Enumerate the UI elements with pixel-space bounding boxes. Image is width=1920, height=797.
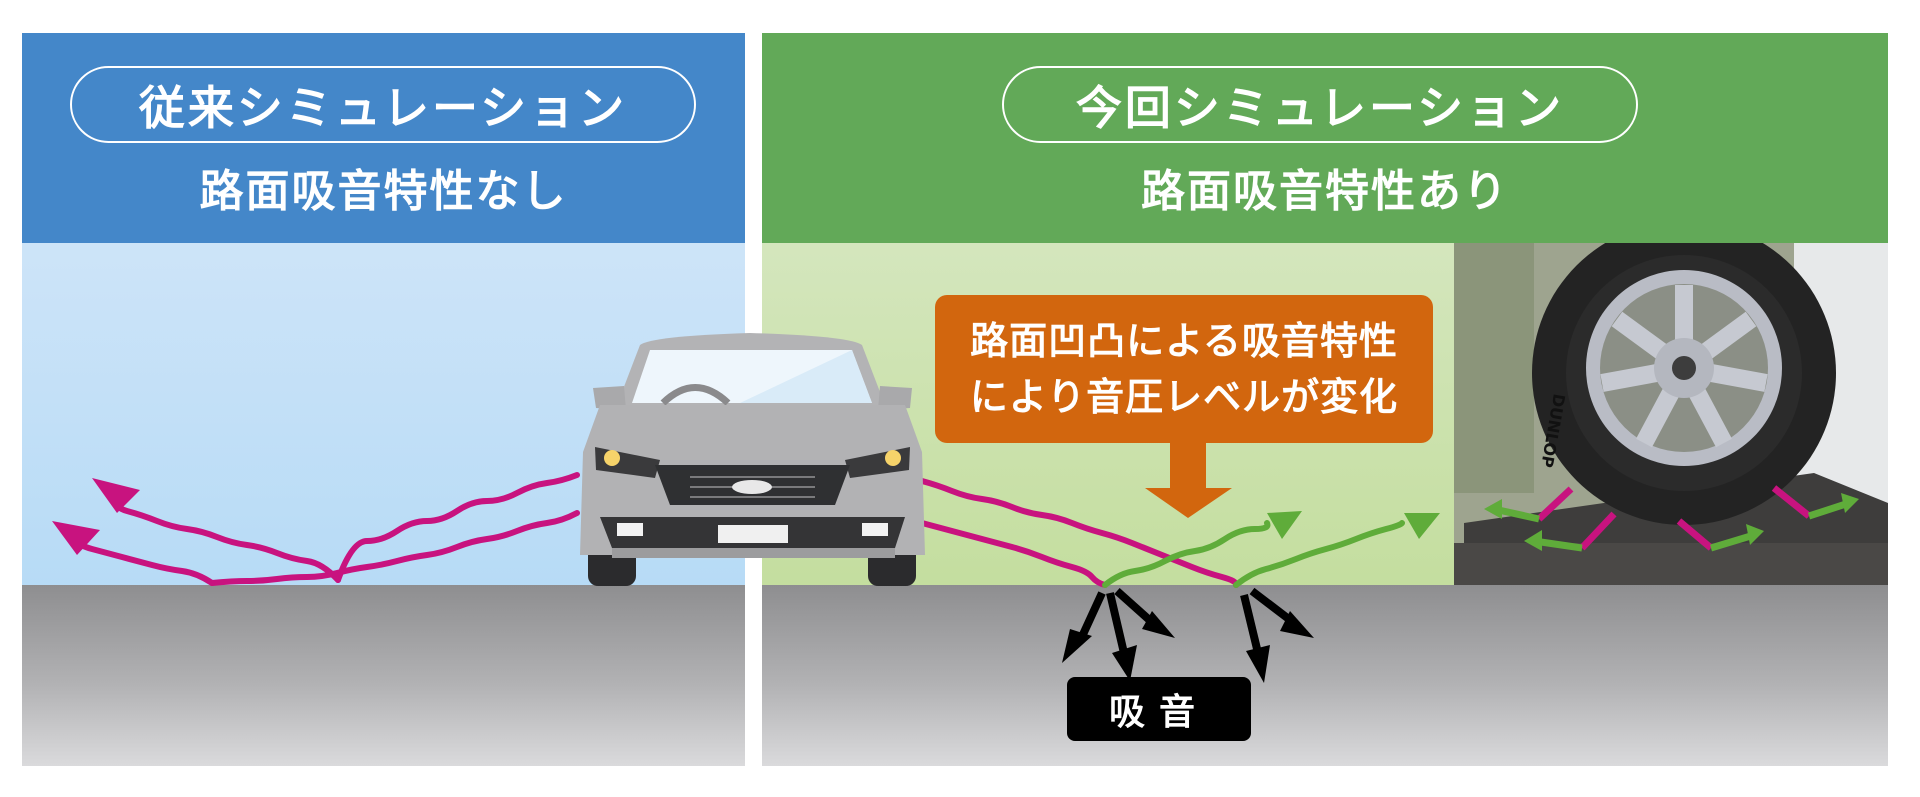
title-pill-new: 今回シミュレーション [1002,66,1638,143]
road-surface-new [762,585,1888,766]
panel-header-conventional: 従来シミュレーション 路面吸音特性なし [22,33,745,243]
subtitle-new: 路面吸音特性あり [1141,166,1509,217]
panel-conventional-simulation: 従来シミュレーション 路面吸音特性なし [22,33,745,766]
green-arrowhead-2 [1404,513,1440,539]
subtitle-conventional: 路面吸音特性なし [199,166,568,217]
sound-waves-with-absorption [919,478,1440,683]
reflected-sound-waves-conventional [52,472,580,586]
arrowhead-lower-left [52,521,100,555]
green-arrowhead-1 [1267,511,1302,539]
tire-test-photo: DUNLOP [1454,243,1888,585]
tire-photo-illustration: DUNLOP [1454,243,1888,585]
arrowhead-upper-left [92,478,140,513]
absorption-effect-callout: 路面凹凸による吸音特性 により音圧レベルが変化 [935,295,1433,443]
title-pill-conventional: 従来シミュレーション [70,66,696,143]
road-surface-conventional [22,585,745,766]
callout-line-2: により音圧レベルが変化 [969,375,1399,419]
callout-line-1: 路面凹凸による吸音特性 [970,319,1398,363]
absorption-label: 吸音 [1067,677,1251,741]
panel-header-new: 今回シミュレーション 路面吸音特性あり [762,33,1888,243]
panel-new-simulation: 今回シミュレーション 路面吸音特性あり [762,33,1888,766]
